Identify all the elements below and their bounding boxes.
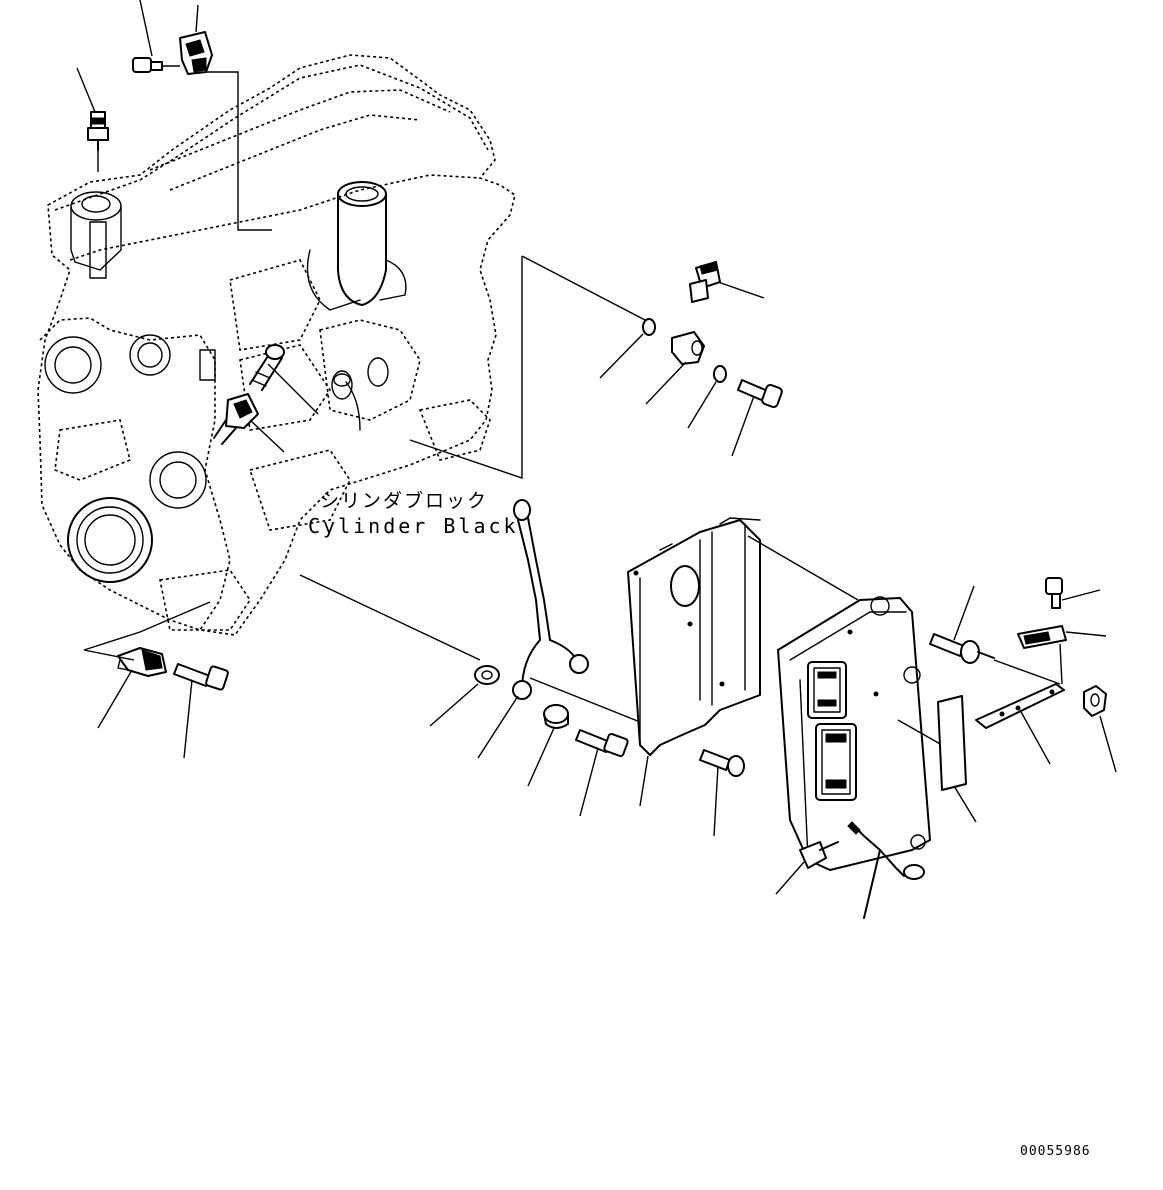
ecu-mounting-bracket [627, 517, 761, 756]
ground-wire-bottom [847, 821, 925, 919]
bolt-bottom [799, 841, 839, 869]
banjo-bolt [737, 379, 783, 409]
label-cylinder-block-english: Cylinder Black [308, 514, 519, 538]
flange-nut-right [1083, 685, 1107, 717]
flange-bolt-center [575, 729, 629, 758]
coolant-temperature-sensor [87, 111, 109, 151]
rubber-mount [543, 704, 569, 729]
breather-fitting [249, 344, 285, 391]
engine-speed-sensor-top [179, 31, 213, 75]
spacer [474, 665, 500, 685]
harness-clip [975, 683, 1065, 729]
bolt-lower-left [173, 663, 229, 691]
drawing-number: 00055986 [1020, 1144, 1091, 1159]
ecu-bolt [929, 633, 995, 664]
bolt-under-bracket [699, 749, 745, 777]
label-cylinder-block-japanese: シリンダブロック [320, 490, 489, 512]
pressure-sensor-right [1017, 625, 1067, 649]
washer-1 [642, 318, 656, 336]
engine-sensor-mid [213, 393, 259, 445]
cylinder-block [37, 54, 516, 636]
engine-controller-ecu [777, 596, 931, 871]
crankshaft-speed-sensor [117, 647, 167, 677]
pressure-sensor-top-right [689, 261, 721, 303]
elbow-adapter [671, 331, 705, 365]
washer-2 [713, 365, 727, 383]
ground-strap [512, 499, 589, 700]
bolt-right-top [1045, 577, 1063, 609]
label-plate [937, 695, 967, 791]
bolt-top-small [132, 57, 163, 73]
